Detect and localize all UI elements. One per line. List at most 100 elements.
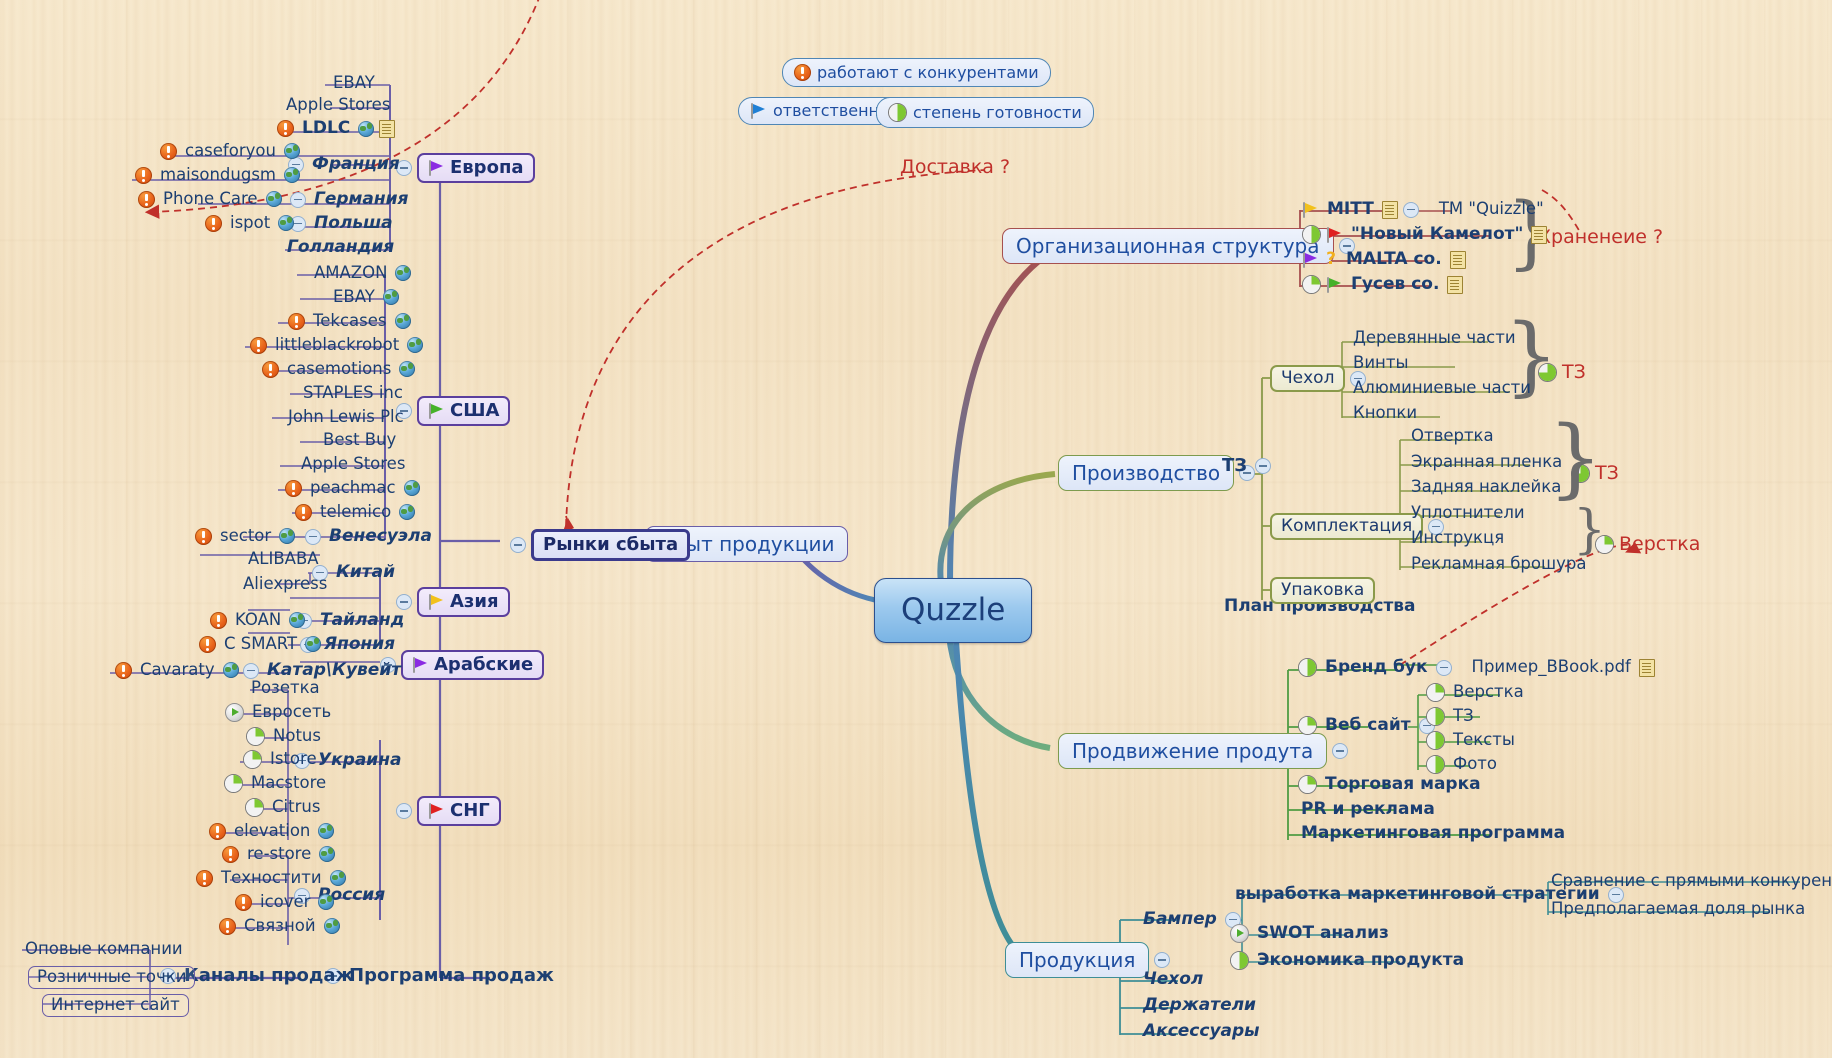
list-item[interactable]: icover: [235, 893, 335, 912]
node-produkciya[interactable]: Продукция: [1005, 942, 1171, 978]
list-item[interactable]: Инструкця: [1411, 528, 1505, 547]
country-polsha[interactable]: Польша: [290, 214, 396, 233]
list-item[interactable]: Связной: [219, 917, 340, 936]
list-item[interactable]: Фото: [1426, 755, 1500, 774]
list-item[interactable]: Винты: [1353, 353, 1409, 372]
country-rossiya[interactable]: Россия: [294, 886, 388, 905]
list-item[interactable]: Phone Care: [138, 190, 282, 209]
list-item-channel[interactable]: Розничные точки: [28, 966, 196, 989]
list-item[interactable]: John Lewis Plc: [288, 407, 404, 426]
list-item[interactable]: caseforyou: [160, 142, 300, 161]
product-bamper[interactable]: Бампер: [1140, 910, 1241, 929]
collapse-toggle[interactable]: [1402, 201, 1419, 218]
list-item[interactable]: Тексты: [1426, 731, 1518, 750]
group-komplektaciya[interactable]: Комплектация: [1270, 513, 1445, 540]
list-item[interactable]: elevation: [209, 822, 335, 841]
country-venesuela[interactable]: Венесуэла: [305, 527, 435, 546]
product-aksessuary[interactable]: Аксессуары: [1143, 1021, 1260, 1041]
list-item[interactable]: Cavaraty: [115, 661, 239, 680]
collapse-toggle[interactable]: [396, 803, 412, 819]
collapse-toggle[interactable]: [1435, 659, 1452, 676]
collapse-toggle[interactable]: [1154, 952, 1171, 968]
list-item[interactable]: ALIBABA: [248, 549, 319, 568]
product-derzhateli[interactable]: Держатели: [1143, 995, 1256, 1015]
region-usa[interactable]: США: [396, 396, 511, 426]
collapse-toggle[interactable]: [396, 160, 412, 176]
list-item[interactable]: Сравнение с прямыми конкурентами: [1551, 871, 1832, 890]
collapse-toggle[interactable]: [1607, 886, 1624, 903]
country-kitay[interactable]: Китай: [312, 563, 398, 582]
list-item[interactable]: Задняя наклейка: [1411, 477, 1562, 496]
list-item[interactable]: Notus: [246, 727, 324, 746]
list-item[interactable]: Розетка: [251, 678, 320, 697]
region-sng[interactable]: СНГ: [396, 796, 501, 826]
collapse-toggle[interactable]: [325, 968, 341, 984]
marketing-strategy[interactable]: выработка маркетинговой стратегии: [1232, 885, 1624, 904]
list-item[interactable]: Apple Stores: [301, 454, 406, 473]
swot-analysis[interactable]: SWOT анализ: [1230, 924, 1392, 943]
collapse-toggle[interactable]: [312, 564, 328, 581]
list-item[interactable]: re-store: [222, 845, 336, 864]
country-tailand[interactable]: Тайланд: [296, 611, 407, 630]
collapse-toggle[interactable]: [1350, 370, 1367, 387]
product-chehol[interactable]: Чехол: [1143, 969, 1204, 989]
country-franciya[interactable]: Франция: [288, 155, 403, 174]
collapse-toggle[interactable]: [1239, 465, 1256, 481]
legend-item-competitors[interactable]: работают с конкурентами: [782, 58, 1051, 87]
list-item[interactable]: ТЗ: [1426, 707, 1477, 726]
list-item[interactable]: Евросеть: [225, 703, 334, 722]
list-item[interactable]: Отвертка: [1411, 426, 1494, 445]
node-rynki-sbyta[interactable]: Рынки сбыта: [510, 529, 691, 561]
list-item[interactable]: Citrus: [245, 798, 323, 817]
collapse-toggle[interactable]: [1255, 458, 1272, 474]
collapse-toggle[interactable]: [294, 887, 310, 904]
collapse-toggle[interactable]: [396, 403, 412, 419]
node-prodvizhenie[interactable]: Продвижение продута: [1058, 733, 1349, 769]
list-item[interactable]: Предполагаемая доля рынка: [1551, 899, 1806, 918]
country-germaniya[interactable]: Германия: [290, 190, 411, 209]
region-aziya[interactable]: Азия: [396, 587, 510, 617]
list-item[interactable]: casemotions: [262, 360, 416, 379]
collapse-toggle[interactable]: [380, 657, 396, 673]
group-chehol[interactable]: Чехол: [1270, 365, 1367, 392]
list-item[interactable]: Istore: [243, 750, 320, 769]
list-item[interactable]: Уплотнители: [1411, 503, 1525, 522]
collapse-toggle[interactable]: [305, 528, 321, 545]
list-item[interactable]: Aliexpress: [243, 574, 328, 593]
product-economics[interactable]: Экономика продукта: [1230, 951, 1467, 970]
list-item[interactable]: EBAY: [330, 288, 399, 307]
list-item[interactable]: peachmac: [285, 479, 420, 498]
list-item[interactable]: littleblackrobot: [250, 336, 424, 355]
collapse-toggle[interactable]: [294, 752, 310, 769]
promo-brand-book[interactable]: Бренд бук Пример_BBook.pdf: [1298, 658, 1655, 677]
region-europa[interactable]: Европа: [396, 153, 535, 183]
promo-trademark[interactable]: Торговая марка: [1298, 775, 1484, 794]
node-programma-prodazh[interactable]: Программа продаж: [325, 966, 557, 986]
node-org-structure[interactable]: Организационная структура: [1002, 228, 1355, 264]
list-item[interactable]: maisondugsm: [135, 166, 300, 185]
list-item[interactable]: AMAZON: [311, 264, 412, 283]
promo-website[interactable]: Веб сайт: [1298, 716, 1435, 735]
org-child-kamelot[interactable]: "Новый Камелот": [1302, 225, 1548, 244]
list-item[interactable]: telemico: [295, 503, 416, 522]
collapse-toggle[interactable]: [510, 537, 526, 553]
promo-pr[interactable]: PR и реклама: [1301, 799, 1435, 819]
country-qatar-kuwait[interactable]: Катар\Кувейт: [243, 661, 404, 680]
org-child-gusev[interactable]: Гусев co.: [1302, 275, 1464, 294]
list-item[interactable]: C SMART: [199, 635, 322, 654]
collapse-toggle[interactable]: [1338, 238, 1355, 254]
collapse-toggle[interactable]: [396, 594, 412, 610]
region-arabskie[interactable]: Арабские: [380, 650, 545, 680]
collapse-toggle[interactable]: [1428, 518, 1445, 535]
list-item[interactable]: LDLC: [277, 119, 396, 138]
list-item[interactable]: Tekcases: [288, 312, 411, 331]
list-item[interactable]: STAPLES inc: [303, 383, 403, 402]
list-item[interactable]: EBAY: [333, 73, 375, 92]
node-kanaly-prodazh[interactable]: Каналы продаж: [160, 966, 356, 986]
list-item[interactable]: Best Buy: [323, 430, 397, 449]
legend-item-readiness[interactable]: степень готовности: [876, 97, 1094, 128]
list-item[interactable]: Кнопки: [1353, 403, 1418, 422]
collapse-toggle[interactable]: [243, 662, 259, 679]
list-item[interactable]: Macstore: [224, 774, 329, 793]
collapse-toggle[interactable]: [290, 191, 306, 208]
